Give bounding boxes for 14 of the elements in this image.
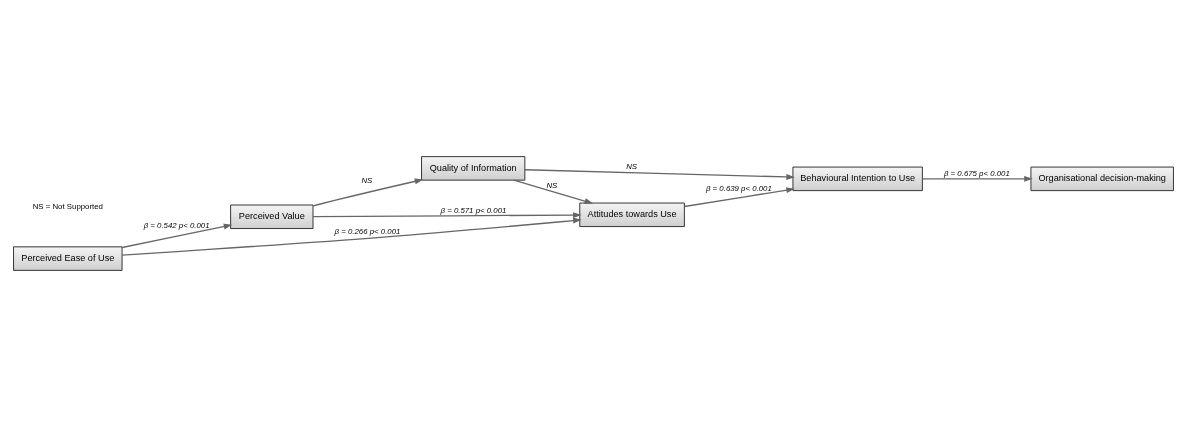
arrow <box>683 186 795 207</box>
arrow <box>513 179 594 204</box>
node-box: Perceived Value <box>230 204 314 229</box>
node-box: Attitudes towards Use <box>579 202 685 227</box>
arrow <box>921 175 1033 182</box>
arrow <box>312 177 424 207</box>
arrow <box>312 211 582 218</box>
arrow <box>524 168 795 180</box>
arrow <box>121 223 233 248</box>
node-box: Organisational decision-making <box>1030 166 1174 191</box>
arrow <box>121 217 582 256</box>
node-box: Behavioural Intention to Use <box>792 166 923 191</box>
node-box: Perceived Ease of Use <box>13 245 123 271</box>
node-box: Quality of Information <box>421 155 526 181</box>
